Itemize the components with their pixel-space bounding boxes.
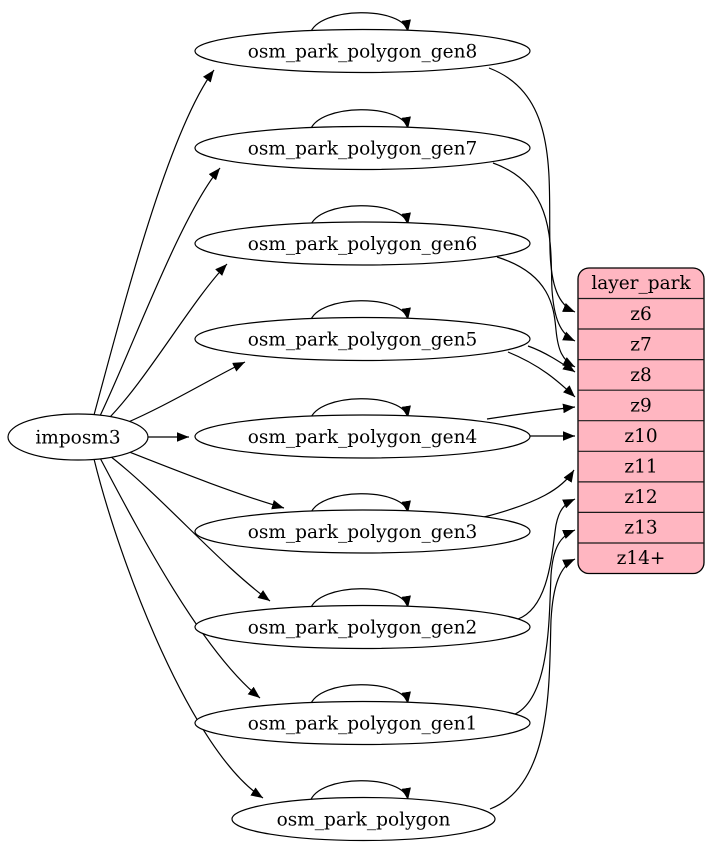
self-loop-gen6 xyxy=(309,205,411,228)
layer-park-title: layer_park xyxy=(591,273,691,294)
node-osm-park-polygon-gen2: osm_park_polygon_gen2 xyxy=(194,604,531,650)
node-imposm3: imposm3 xyxy=(7,413,149,461)
gen2-label: osm_park_polygon_gen2 xyxy=(248,618,478,639)
gen1-label: osm_park_polygon_gen1 xyxy=(248,714,478,735)
layer-row-z7: z7 xyxy=(630,335,652,356)
node-osm-park-polygon-gen8: osm_park_polygon_gen8 xyxy=(194,28,531,74)
layer-row-z8: z8 xyxy=(630,365,652,386)
edge-gen5-to-z8 xyxy=(527,345,576,373)
self-loop-gen2 xyxy=(309,588,411,611)
polygon-label: osm_park_polygon xyxy=(277,810,451,831)
gen3-label: osm_park_polygon_gen3 xyxy=(248,522,478,543)
edge-gen7-to-z7 xyxy=(492,162,576,342)
gen6-ellipse xyxy=(194,221,531,266)
polygon-ellipse xyxy=(231,796,496,842)
edge-imposm3-to-gen5 xyxy=(118,361,246,427)
gen8-label: osm_park_polygon_gen8 xyxy=(248,42,478,63)
self-loop-gen4 xyxy=(309,398,411,421)
layer-row-z12: z12 xyxy=(624,487,657,508)
self-loop-gen1 xyxy=(309,684,411,707)
edges-to-layer-park xyxy=(483,67,576,810)
node-osm-park-polygon-gen5: osm_park_polygon_gen5 xyxy=(194,316,531,362)
imposm3-label: imposm3 xyxy=(35,428,120,449)
gen3-ellipse xyxy=(194,509,531,554)
self-loop-polygon xyxy=(309,780,411,803)
edge-gen2-to-z12 xyxy=(517,498,576,620)
edge-imposm3-to-gen7 xyxy=(98,167,221,419)
gen7-label: osm_park_polygon_gen7 xyxy=(248,139,478,160)
layer-row-z10: z10 xyxy=(624,426,657,447)
node-osm-park-polygon-gen4: osm_park_polygon_gen4 xyxy=(194,414,531,459)
edge-gen5-to-z9 xyxy=(507,351,576,398)
self-loop-gen7 xyxy=(309,109,411,132)
gen6-label: osm_park_polygon_gen6 xyxy=(248,234,478,255)
node-osm-park-polygon-gen3: osm_park_polygon_gen3 xyxy=(194,509,531,554)
node-osm-park-polygon: osm_park_polygon xyxy=(231,796,496,842)
gen4-label: osm_park_polygon_gen4 xyxy=(248,427,478,448)
gen2-ellipse xyxy=(194,604,531,650)
gen5-label: osm_park_polygon_gen5 xyxy=(248,330,478,351)
edge-imposm3-to-gen3 xyxy=(118,447,285,510)
gen5-ellipse xyxy=(194,316,531,362)
layer-row-z9: z9 xyxy=(630,396,652,417)
gen4-ellipse xyxy=(194,414,531,459)
layer-row-z6: z6 xyxy=(630,304,652,325)
imposm3-ellipse xyxy=(7,413,149,461)
edge-gen4-to-z9 xyxy=(486,403,576,420)
node-osm-park-polygon-gen6: osm_park_polygon_gen6 xyxy=(194,221,531,266)
self-loop-edges xyxy=(309,12,411,803)
edge-gen1-to-z13 xyxy=(512,529,576,716)
edge-imposm3-to-gen1 xyxy=(98,455,261,699)
self-loop-gen3 xyxy=(309,493,411,516)
edge-gen3-to-z11 xyxy=(483,469,575,518)
layer-row-z11: z11 xyxy=(624,457,657,478)
self-loop-gen8 xyxy=(309,12,411,35)
gen8-ellipse xyxy=(194,28,531,74)
edge-imposm3-to-gen2 xyxy=(105,452,271,602)
layer-row-z14plus: z14+ xyxy=(617,548,666,569)
self-loop-gen5 xyxy=(309,300,411,323)
edge-imposm3-to-gen6 xyxy=(105,263,228,422)
node-osm-park-polygon-gen1: osm_park_polygon_gen1 xyxy=(194,700,531,746)
edge-imposm3-to-polygon xyxy=(93,458,264,799)
gen1-ellipse xyxy=(194,700,531,746)
edge-polygon-to-z14 xyxy=(489,558,576,810)
edge-gen6-to-z8 xyxy=(496,256,576,368)
node-osm-park-polygon-gen7: osm_park_polygon_gen7 xyxy=(194,125,531,171)
layer-row-z13: z13 xyxy=(624,518,657,539)
edge-imposm3-to-gen8 xyxy=(93,69,215,416)
node-layer-park: layer_park z6 z7 z8 z9 z10 z11 z12 z13 z… xyxy=(577,267,705,575)
gen7-ellipse xyxy=(194,125,531,171)
edge-gen8-to-z6 xyxy=(488,67,576,313)
edges-from-imposm3 xyxy=(93,69,285,799)
